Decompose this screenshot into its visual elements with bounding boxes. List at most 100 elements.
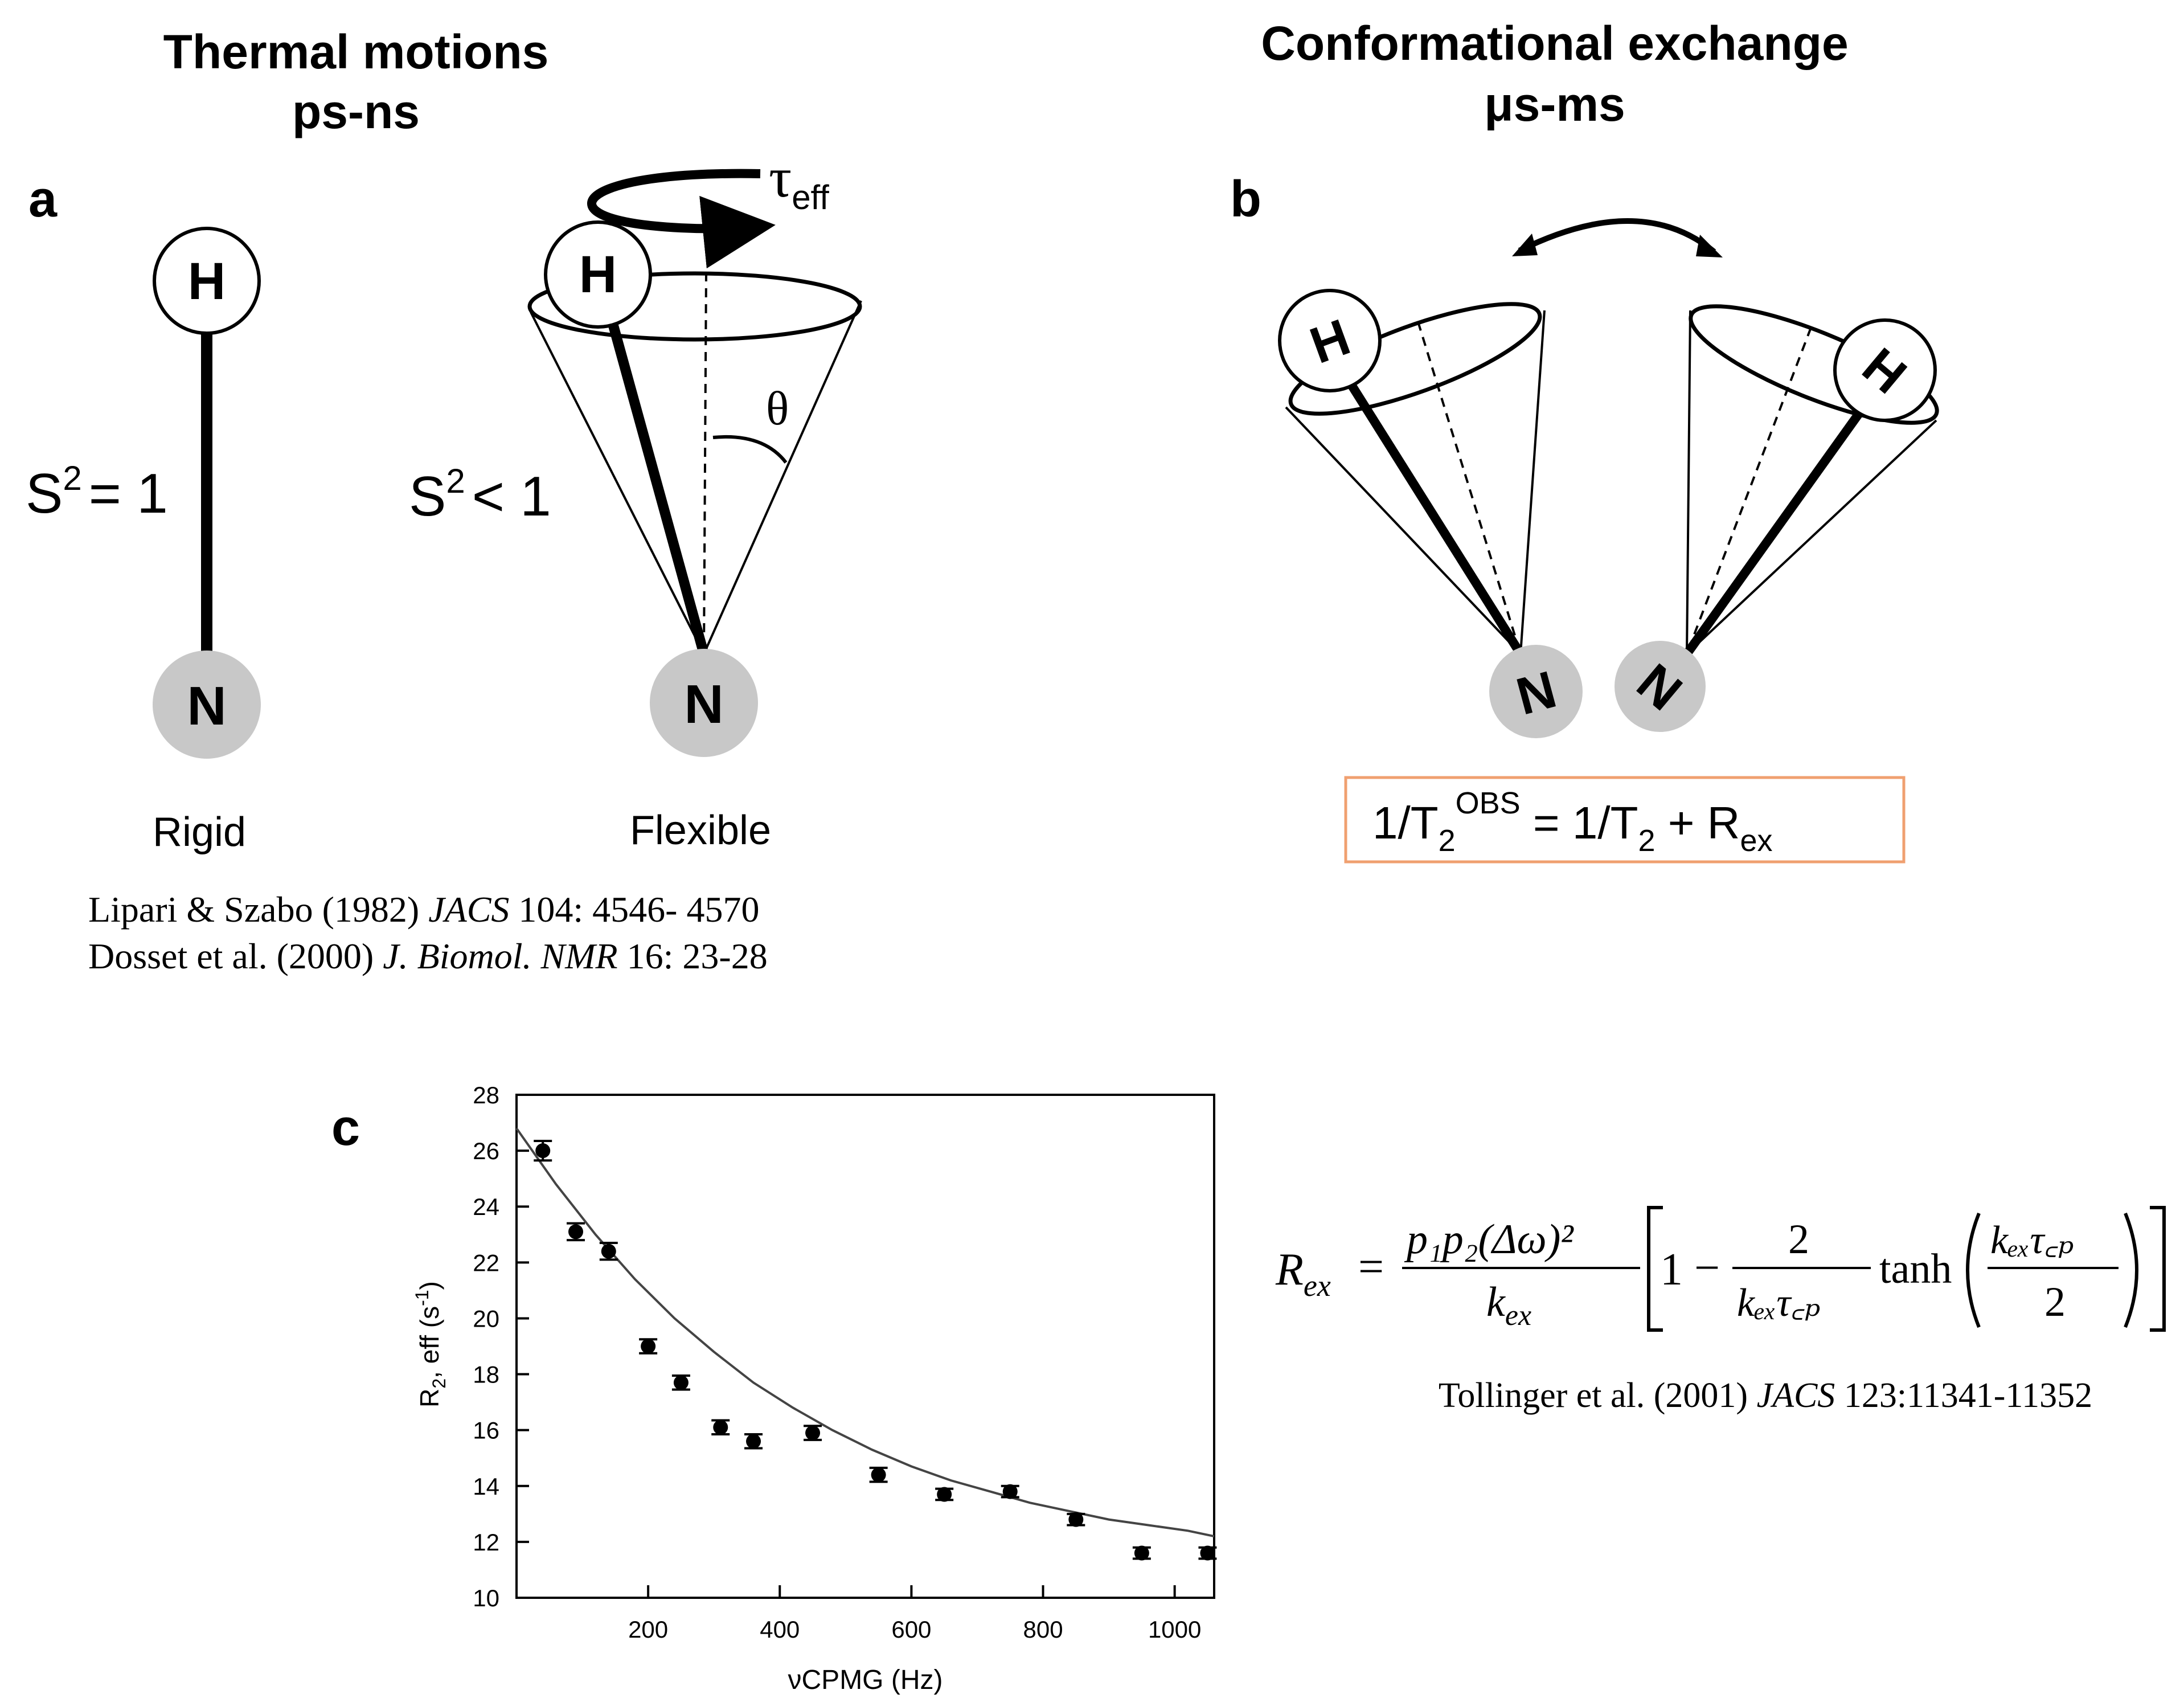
data-point — [713, 1419, 728, 1435]
rigid-bond-diagram: H N S2= 1 Rigid — [26, 227, 261, 855]
x-axis-label: νCPMG (Hz) — [788, 1665, 943, 1695]
flex-n-label: N — [684, 674, 723, 735]
right-cone-edge-2 — [1686, 419, 1937, 655]
eq-equals: = — [1358, 1242, 1384, 1292]
flex-bond-line — [599, 289, 709, 656]
eq-kex-tcp-1: kₑₓτ꜀ₚ — [1737, 1281, 1821, 1325]
rigid-caption: Rigid — [153, 809, 246, 855]
right-bond-line — [1683, 390, 1878, 657]
eq-one: 1 — [1660, 1245, 1683, 1295]
data-point — [641, 1339, 656, 1354]
reference-dosset: Dosset et al. (2000) J. Biomol. NMR 16: … — [88, 936, 768, 976]
panel-c-label: c — [331, 1099, 360, 1156]
flexible-caption: Flexible — [630, 808, 771, 853]
x-tick-label: 800 — [1023, 1616, 1063, 1643]
data-point — [937, 1487, 952, 1502]
panel-a-subtitle: ps-ns — [292, 85, 420, 138]
reference-lipari: Lipari & Szabo (1982) JACS 104: 4546- 45… — [88, 889, 759, 930]
data-point — [1068, 1512, 1084, 1527]
right-cone-axis — [1686, 327, 1812, 654]
data-point — [1200, 1545, 1215, 1561]
panel-b: Conformational exchange μs-ms b H N H — [1230, 17, 1939, 864]
cone-right-edge — [703, 300, 862, 654]
eq-right-paren — [2124, 1212, 2138, 1328]
left-n-atom — [1489, 645, 1583, 738]
data-point — [1134, 1545, 1149, 1561]
y-tick-label: 26 — [473, 1138, 499, 1164]
rigid-n-atom — [153, 651, 261, 759]
rigid-h-atom — [153, 227, 261, 335]
data-point — [746, 1434, 761, 1449]
rigid-h-label: H — [188, 252, 226, 310]
exchange-arrow-head-right — [1696, 235, 1723, 257]
panel-b-label: b — [1230, 171, 1261, 228]
eq-minus: − — [1694, 1243, 1720, 1293]
data-point — [1002, 1484, 1018, 1499]
eq-kex-tcp-2: kₑₓτ꜀ₚ — [1990, 1218, 2074, 1262]
right-conformer: H N — [1615, 304, 1939, 732]
cone-rim — [527, 271, 862, 342]
eq-right-bracket — [2150, 1206, 2166, 1332]
data-point — [871, 1467, 886, 1483]
right-cone-rim — [1689, 304, 1939, 425]
reference-tollinger: Tollinger et al. (2001) JACS 123:11341-1… — [1439, 1376, 2092, 1415]
data-point — [568, 1224, 584, 1239]
data-point — [535, 1143, 551, 1159]
rigid-order-param: S2= 1 — [26, 459, 168, 525]
data-point — [805, 1425, 821, 1441]
x-tick-label: 1000 — [1148, 1616, 1201, 1643]
panel-a: Thermal motions ps-ns a H N S2= 1 Rigid … — [26, 25, 862, 976]
cone-left-edge — [530, 312, 705, 654]
exchange-arrow-head-left — [1512, 234, 1538, 256]
x-tick-label: 200 — [628, 1616, 668, 1643]
rotation-arrow — [587, 169, 776, 269]
y-tick-label: 24 — [473, 1193, 499, 1220]
panel-b-subtitle: μs-ms — [1484, 77, 1625, 131]
left-bond-line — [1340, 370, 1525, 657]
eq-left-paren — [1966, 1212, 1981, 1328]
panel-a-label: a — [28, 171, 58, 228]
left-conformer: H N — [1278, 289, 1583, 738]
y-tick-label: 28 — [473, 1082, 499, 1108]
eq-lhs: Rex — [1275, 1245, 1331, 1303]
right-cone-edge-1 — [1686, 310, 1691, 654]
fit-curve — [515, 1127, 1215, 1538]
y-tick-label: 20 — [473, 1305, 499, 1332]
y-tick-label: 14 — [473, 1473, 499, 1500]
plot-frame — [515, 1094, 1215, 1599]
tau-eff-label: τeff — [769, 146, 829, 216]
eq-two-num: 2 — [1788, 1216, 1809, 1263]
rigid-n-label: N — [187, 676, 226, 737]
exchange-arrow — [1518, 218, 1716, 254]
eq-denominator: kex — [1486, 1279, 1531, 1332]
y-axis-label: R2, eff (s-1) — [412, 1281, 449, 1408]
theta-label: θ — [766, 382, 789, 435]
x-tick-label: 600 — [891, 1616, 931, 1643]
y-tick-label: 10 — [473, 1585, 499, 1611]
flex-n-atom — [650, 649, 758, 757]
relaxation-equation: 1/T2OBS = 1/T2 + Rex — [1372, 786, 1773, 858]
data-point — [601, 1243, 616, 1259]
panel-b-title: Conformational exchange — [1261, 17, 1849, 70]
flexible-bond-diagram: θ H N τeff S2< 1 Flexible — [409, 146, 862, 853]
left-cone-edge-1 — [1285, 406, 1522, 655]
right-n-atom — [1615, 641, 1706, 732]
y-tick-label: 22 — [473, 1249, 499, 1276]
left-cone-rim — [1288, 302, 1542, 416]
left-cone-edge-2 — [1519, 310, 1546, 654]
y-tick-label: 16 — [473, 1417, 499, 1444]
relaxation-equation-box — [1344, 776, 1906, 864]
data-point — [673, 1375, 689, 1390]
rex-equation: Rex = p₁p₂(Δω)² kex 1 − 2 kₑₓτ꜀ₚ tanh kₑ… — [1275, 1206, 2166, 1332]
right-h-atom — [1833, 318, 1937, 422]
flex-order-param: S2< 1 — [409, 462, 551, 527]
cone-axis-dashed — [703, 272, 707, 654]
y-tick-label: 12 — [473, 1529, 499, 1556]
x-tick-label: 400 — [760, 1616, 800, 1643]
eq-two-den: 2 — [2044, 1279, 2066, 1325]
flex-h-atom — [544, 220, 652, 329]
flex-h-label: H — [579, 246, 617, 304]
